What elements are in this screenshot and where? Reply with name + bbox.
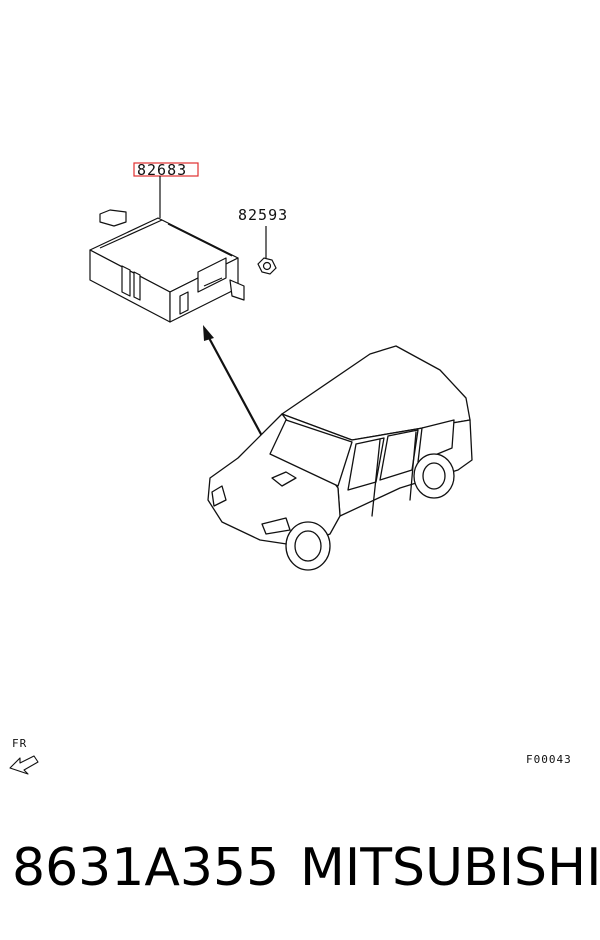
brand-name: MITSUBISHI: [300, 838, 600, 898]
part-number: 8631A355: [12, 838, 280, 898]
callout-label-primary: 82683: [137, 161, 187, 179]
vehicle-outline: [207, 345, 473, 571]
front-direction-indicator: FR: [9, 737, 39, 775]
callout-82683[interactable]: 82683: [133, 161, 199, 179]
caption-bar: 8631A355 MITSUBISHI: [0, 826, 600, 916]
direction-label: FR: [12, 737, 27, 750]
nut-fastener[interactable]: [257, 257, 277, 275]
figure-code: F00043: [526, 753, 572, 766]
callout-label-secondary[interactable]: 82593: [238, 206, 288, 224]
callout-highlight-box: [133, 162, 199, 177]
front-arrow-icon: [9, 755, 39, 775]
control-unit-module[interactable]: [89, 209, 245, 323]
parts-diagram: 82683 82593: [9, 161, 572, 775]
